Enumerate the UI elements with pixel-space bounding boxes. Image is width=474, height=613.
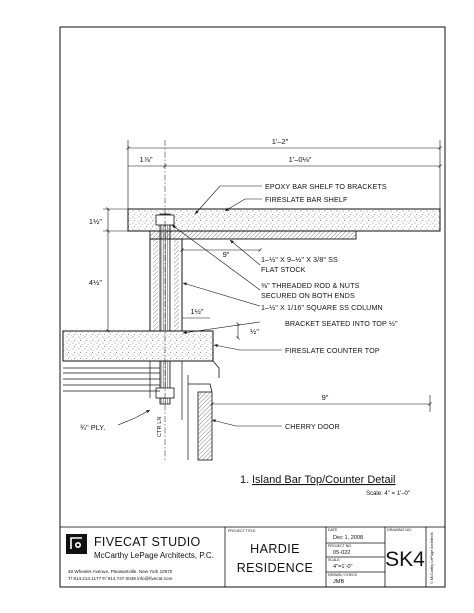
date-value: Dec 1, 2008 [333, 535, 363, 541]
project-title-label: PROJECT TITLE [228, 529, 256, 533]
dim-counter-overhang: 9" [322, 393, 329, 402]
drawn-label: DRAWN / CHECK [328, 573, 358, 577]
detail-scale: Scale: 4" = 1'–0" [366, 491, 410, 497]
studio-name: FIVECAT STUDIO [94, 535, 201, 549]
title-block [59, 526, 446, 588]
project-no-value: 05-022 [333, 550, 350, 556]
note-bar-shelf: FIRESLATE BAR SHELF [265, 195, 348, 204]
dim-bracket-embed: ½" [250, 327, 259, 336]
project-no-label: PROJECT NO. [328, 544, 352, 548]
dimension-lines [103, 140, 442, 412]
dim-shelf-depth: 1'–0⅛" [289, 155, 312, 164]
dim-column-offset: 1⅞" [139, 155, 152, 164]
date-label: DATE [328, 528, 338, 532]
dim-flat-stock: 9" [223, 250, 230, 259]
studio-address: 48 Wheeler Avenue, Pleasantville, New Yo… [68, 569, 173, 574]
fireslate-bar-shelf [127, 208, 441, 232]
note-epoxy: EPOXY BAR SHELF TO BRACKETS [265, 182, 387, 191]
project-name-line2: RESIDENCE [237, 561, 314, 575]
note-ply: ¾" PLY. [80, 423, 105, 432]
studio-contact: T/ 914.214.1177 F/ 914.747.0049 info@fiv… [68, 576, 173, 581]
sheet-border [59, 26, 446, 588]
leader-lines [117, 185, 282, 427]
studio-subtitle: McCarthy LePage Architects, P.C. [94, 551, 214, 560]
flat-stock-bracket [149, 230, 357, 240]
detail-title: Island Bar Top/Counter Detail [252, 474, 396, 486]
note-column: 1–½" X 1/16" SQUARE SS COLUMN [261, 303, 383, 312]
dim-column-width: 1½" [190, 307, 203, 316]
drawing-no-label: DRAWING NO. [387, 528, 412, 532]
sheet-number: SK4 [385, 548, 425, 571]
note-counter-top: FIRESLATE COUNTER TOP [285, 346, 380, 355]
note-cherry-door: CHERRY DOOR [285, 422, 340, 431]
dim-shelf-thickness: 1½" [89, 217, 102, 226]
note-flat-stock-size: 1–½" X 9–½" X 3/8" SS [261, 255, 338, 264]
note-secured: SECURED ON BOTH ENDS [261, 291, 355, 300]
detail-number: 1. [240, 474, 249, 486]
cherry-door [188, 383, 213, 461]
scale-value: 4"=1'-0" [333, 564, 353, 570]
scale-label: SCALE [328, 558, 340, 562]
dim-overall: 1'–2" [272, 137, 289, 146]
detail-drawing [62, 140, 441, 461]
drawn-value: JMB [333, 579, 344, 585]
note-bracket-seated: BRACKET SEATED INTO TOP ½" [285, 319, 398, 328]
dim-column-height: 4½" [89, 278, 102, 287]
fireslate-counter-top [62, 330, 214, 362]
plywood-cabinet [63, 361, 189, 460]
studio-logo [66, 534, 87, 554]
center-line-label: CTR LN [157, 417, 163, 437]
note-flat-stock: FLAT STOCK [261, 265, 306, 274]
note-threaded-rod: ⅜" THREADED ROD & NUTS [261, 281, 360, 290]
project-name-line1: HARDIE [250, 542, 300, 556]
copyright-side-text: © McCarthy LePage Architects [430, 532, 434, 584]
